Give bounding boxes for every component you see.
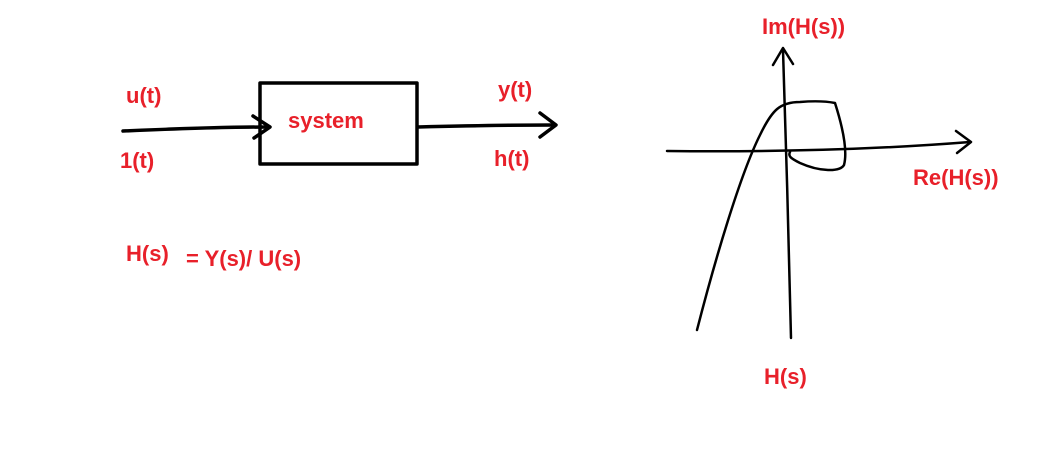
output-arrow-line bbox=[416, 123, 556, 129]
curve-label: H(s) bbox=[764, 364, 807, 389]
output-arrow-head bbox=[538, 111, 558, 139]
output-signal-label: y(t) bbox=[498, 77, 533, 102]
transfer-function-symbol: H(s) bbox=[126, 241, 169, 266]
real-axis-arrowhead bbox=[954, 129, 973, 155]
imaginary-axis-label: Im(H(s)) bbox=[762, 14, 846, 39]
real-axis bbox=[665, 140, 972, 153]
nyquist-curve bbox=[695, 100, 847, 332]
transfer-function-definition: = Y(s)/ U(s) bbox=[186, 246, 302, 271]
impulse-response-label: h(t) bbox=[494, 146, 530, 171]
input-step-label: 1(t) bbox=[120, 148, 155, 173]
imaginary-axis bbox=[781, 48, 793, 340]
input-arrow-line bbox=[121, 125, 270, 133]
real-axis-label: Re(H(s)) bbox=[913, 165, 999, 190]
imaginary-axis-arrowhead bbox=[771, 46, 795, 67]
input-signal-label: u(t) bbox=[126, 83, 162, 108]
system-block-label: system bbox=[288, 108, 364, 133]
system-block bbox=[258, 81, 419, 166]
